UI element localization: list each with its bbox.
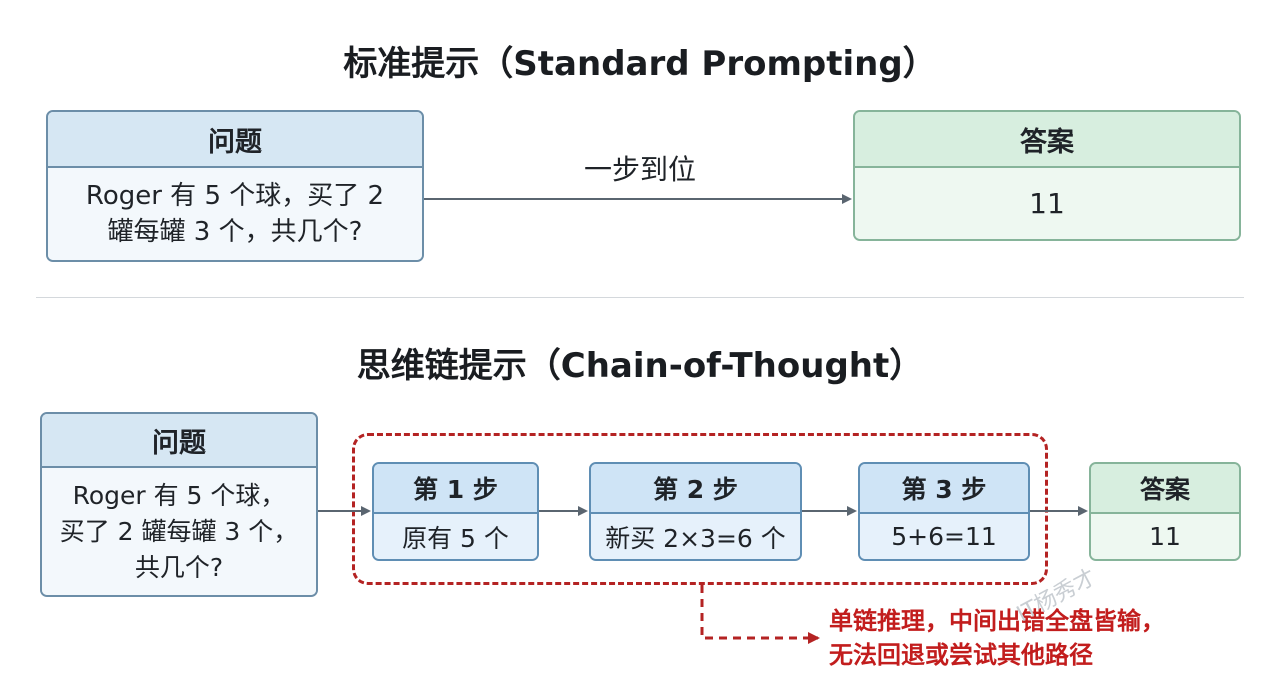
single-chain-warning-note: 单链推理，中间出错全盘皆输， 无法回退或尝试其他路径 [829, 604, 1165, 672]
note-line: 无法回退或尝试其他路径 [829, 641, 1093, 669]
question-body: Roger 有 5 个球，买了 2 罐每罐 3 个，共几个? [48, 168, 422, 260]
note-pointer-arrow [700, 585, 820, 644]
answer-header: 答案 [855, 112, 1239, 168]
standard-prompting-title: 标准提示（Standard Prompting） [343, 44, 937, 84]
standard-question-box: 问题 Roger 有 5 个球，买了 2 罐每罐 3 个，共几个? [46, 110, 424, 262]
question-text-line: Roger 有 5 个球， [72, 480, 286, 510]
answer-value: 11 [855, 168, 1239, 239]
question-header: 问题 [42, 414, 316, 468]
question-body: Roger 有 5 个球， 买了 2 罐每罐 3 个， 共几个? [42, 468, 316, 595]
one-step-label: 一步到位 [584, 153, 697, 186]
step-header: 第 1 步 [374, 464, 537, 514]
cot-prompting-title: 思维链提示（Chain-of-Thought） [356, 346, 924, 386]
question-text-line: 共几个? [134, 552, 224, 582]
step-1-box: 第 1 步 原有 5 个 [372, 462, 539, 561]
step-header: 第 3 步 [860, 464, 1028, 514]
step-3-box: 第 3 步 5+6=11 [858, 462, 1030, 561]
question-text-line: 买了 2 罐每罐 3 个， [59, 516, 299, 546]
reasoning-chain-group [352, 433, 1048, 585]
step-text: 新买 2×3=6 个 [591, 514, 800, 559]
step-header: 第 2 步 [591, 464, 800, 514]
question-text-line: Roger 有 5 个球，买了 2 [85, 181, 385, 211]
step-text: 原有 5 个 [374, 514, 537, 559]
answer-header: 答案 [1091, 464, 1239, 514]
section-divider [36, 297, 1244, 298]
answer-value: 11 [1091, 514, 1239, 559]
cot-answer-box: 答案 11 [1089, 462, 1241, 561]
question-text-line: 罐每罐 3 个，共几个? [107, 217, 363, 247]
note-line: 单链推理，中间出错全盘皆输， [829, 607, 1165, 635]
standard-answer-box: 答案 11 [853, 110, 1241, 241]
step-text: 5+6=11 [860, 514, 1028, 559]
cot-question-box: 问题 Roger 有 5 个球， 买了 2 罐每罐 3 个， 共几个? [40, 412, 318, 597]
step-2-box: 第 2 步 新买 2×3=6 个 [589, 462, 802, 561]
question-header: 问题 [48, 112, 422, 168]
